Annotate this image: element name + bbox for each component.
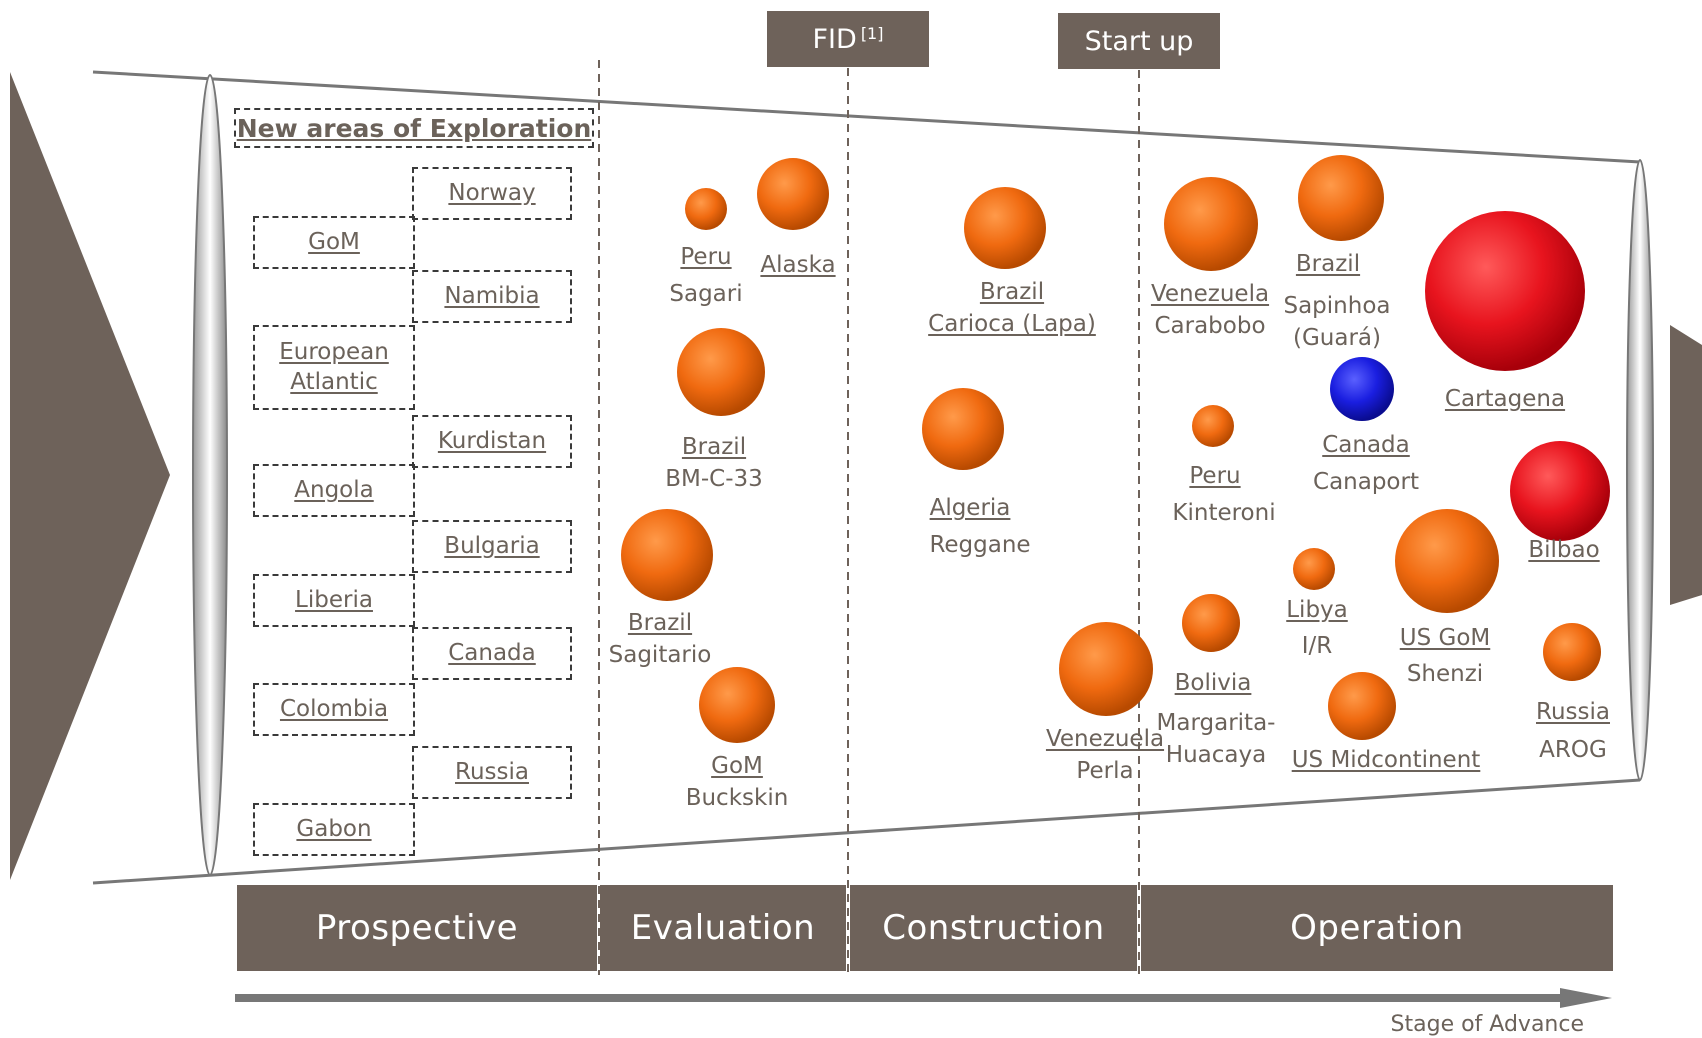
exploration-title: New areas of Exploration [234, 108, 594, 148]
region-canada: Canada [412, 627, 572, 680]
project-country-label: Brazil [979, 279, 1045, 305]
region-colombia: Colombia [253, 683, 415, 736]
region-european-atlantic: European Atlantic [253, 325, 415, 410]
bubble-canada-canaport [1330, 357, 1394, 421]
stage-construction: Construction [850, 885, 1137, 971]
project-name-label: Reggane [929, 532, 1031, 558]
stage-of-advance-label: Stage of Advance [1390, 1012, 1584, 1037]
project-country-label: Russia [1536, 699, 1610, 725]
project-name-label: Sagitario [608, 642, 712, 668]
bubble-us-midcontinent [1328, 672, 1396, 740]
bubble-russia-arog [1543, 623, 1601, 681]
region-russia: Russia [412, 746, 572, 799]
project-country-label: Peru [1189, 463, 1241, 489]
region-namibia: Namibia [412, 270, 572, 323]
bubble-brazil-sagitario [621, 509, 713, 601]
project-name-label: AROG [1539, 737, 1607, 763]
region-gabon: Gabon [253, 803, 415, 856]
region-kurdistan: Kurdistan [412, 415, 572, 468]
project-country-label: Peru [680, 244, 732, 270]
bubble-brazil-bm-c-33 [677, 328, 765, 416]
project-name-label: BM-C-33 [665, 466, 763, 492]
funnel-left-end [192, 74, 228, 876]
project-name-label: Sapinhoa (Guará) [1283, 293, 1391, 351]
project-name-label: Buckskin [685, 785, 789, 811]
bubble-group [621, 155, 1610, 743]
stage-operation: Operation [1141, 885, 1613, 971]
project-country-label: Brazil [1295, 251, 1361, 277]
bubble-venezuela-carabobo [1164, 177, 1258, 271]
project-country-label: Venezuela [1045, 726, 1165, 752]
region-norway: Norway [412, 167, 572, 220]
stage-evaluation: Evaluation [600, 885, 846, 971]
project-country-label: US Midcontinent [1291, 747, 1481, 773]
bubble-brazil-sapinhoa [1298, 155, 1384, 241]
region-angola: Angola [253, 464, 415, 517]
bubble-peru-kinteroni [1192, 405, 1234, 447]
project-country-label: US GoM [1399, 625, 1491, 651]
project-country-label: Brazil [627, 610, 693, 636]
region-bulgaria: Bulgaria [412, 520, 572, 573]
funnel-right-end [1626, 159, 1654, 781]
bubble-cartagena [1425, 211, 1585, 371]
bubble-us-gom-shenzi [1395, 509, 1499, 613]
project-name-label: Carabobo [1154, 313, 1266, 339]
project-country-label: Libya [1286, 597, 1348, 623]
right-arrow-shape [1670, 325, 1702, 605]
project-name-label: Perla [1076, 758, 1134, 784]
project-name-label: Margarita-Huacaya [1156, 710, 1276, 768]
bubble-gom-buckskin [699, 667, 775, 743]
project-country-label: Alaska [760, 252, 836, 278]
fid-ref: [1] [860, 23, 884, 43]
bubble-libya-ir [1293, 548, 1335, 590]
project-name-label: Shenzi [1406, 661, 1484, 687]
bubble-algeria-reggane [922, 388, 1004, 470]
bubble-peru-sagari [685, 188, 727, 230]
project-country-label: Algeria [929, 495, 1011, 521]
left-arrow-shape [10, 72, 170, 880]
bubble-bolivia [1182, 594, 1240, 652]
bubble-brazil-carioca [964, 187, 1046, 269]
project-name-label: I/R [1301, 633, 1333, 659]
project-country-label: GoM [711, 753, 763, 779]
project-name-label: Canaport [1313, 469, 1419, 495]
bubble-bilbao [1510, 441, 1610, 541]
fid-milestone-box: FID[1] [767, 11, 929, 67]
project-country-label: Bilbao [1528, 537, 1600, 563]
project-country-label: Canada [1322, 432, 1410, 458]
project-country-label: Cartagena [1444, 386, 1566, 412]
project-name-label: Kinteroni [1172, 500, 1276, 526]
project-name-label: Carioca (Lapa) [928, 311, 1096, 337]
bubble-alaska [757, 158, 829, 230]
project-name-label: Sagari [669, 281, 743, 307]
startup-milestone-box: Start up [1058, 13, 1220, 69]
fid-label: FID [812, 23, 857, 55]
startup-label: Start up [1084, 25, 1194, 57]
bubble-venezuela-perla [1059, 622, 1153, 716]
region-liberia: Liberia [253, 574, 415, 627]
project-country-label: Brazil [681, 434, 747, 460]
stage-prospective: Prospective [237, 885, 597, 971]
region-gom: GoM [253, 216, 415, 269]
region-european-atlantic-label: European Atlantic [279, 338, 389, 395]
project-country-label: Venezuela [1150, 281, 1270, 307]
project-country-label: Bolivia [1174, 670, 1252, 696]
